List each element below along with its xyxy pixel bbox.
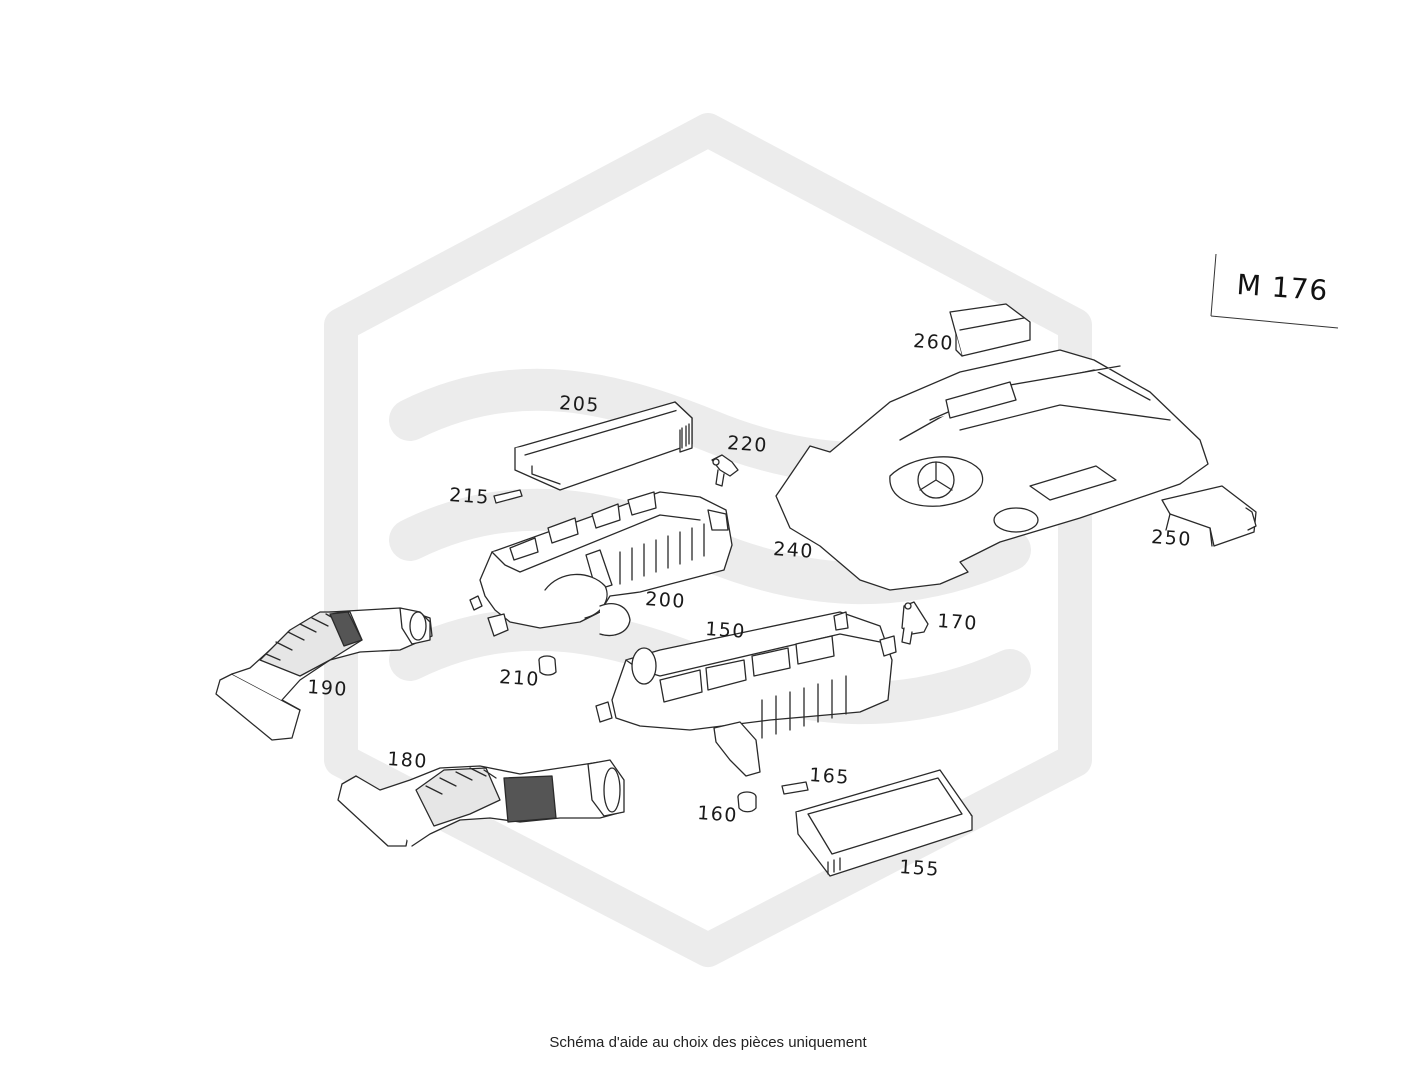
part-215-plate <box>493 489 523 504</box>
part-170-sensor <box>901 601 929 645</box>
callout-205[interactable]: 205 <box>558 392 601 417</box>
part-210-grommet <box>538 655 557 676</box>
callout-190[interactable]: 190 <box>306 676 349 701</box>
part-200-air-box <box>469 491 733 637</box>
callout-170[interactable]: 170 <box>936 610 979 635</box>
part-220-sensor <box>711 454 739 487</box>
engine-code-label: M 176 <box>1235 268 1330 308</box>
part-240-engine-cover <box>775 349 1209 591</box>
diagram-caption: Schéma d'aide au choix des pièces unique… <box>549 1034 867 1051</box>
part-190-intake-duct <box>215 607 433 741</box>
callout-150[interactable]: 150 <box>704 618 747 643</box>
callout-250[interactable]: 250 <box>1150 526 1193 551</box>
part-160-grommet <box>737 791 757 813</box>
callout-200[interactable]: 200 <box>644 588 687 613</box>
callout-210[interactable]: 210 <box>498 666 541 691</box>
callout-180[interactable]: 180 <box>386 748 429 773</box>
callout-155[interactable]: 155 <box>898 856 941 881</box>
callout-165[interactable]: 165 <box>808 764 851 789</box>
part-150-air-box <box>595 611 897 777</box>
part-155-air-filter <box>795 769 973 877</box>
engine-label-frame <box>1210 253 1339 329</box>
callout-240[interactable]: 240 <box>772 538 815 563</box>
callout-220[interactable]: 220 <box>726 432 769 457</box>
part-260-clip <box>949 303 1031 357</box>
callout-160[interactable]: 160 <box>696 802 739 827</box>
part-250-bracket <box>1161 485 1257 547</box>
callout-215[interactable]: 215 <box>448 484 491 509</box>
callout-260[interactable]: 260 <box>912 330 955 355</box>
part-180-intake-duct <box>337 759 625 847</box>
part-165-plate <box>781 781 809 795</box>
part-205-air-filter <box>514 401 693 491</box>
